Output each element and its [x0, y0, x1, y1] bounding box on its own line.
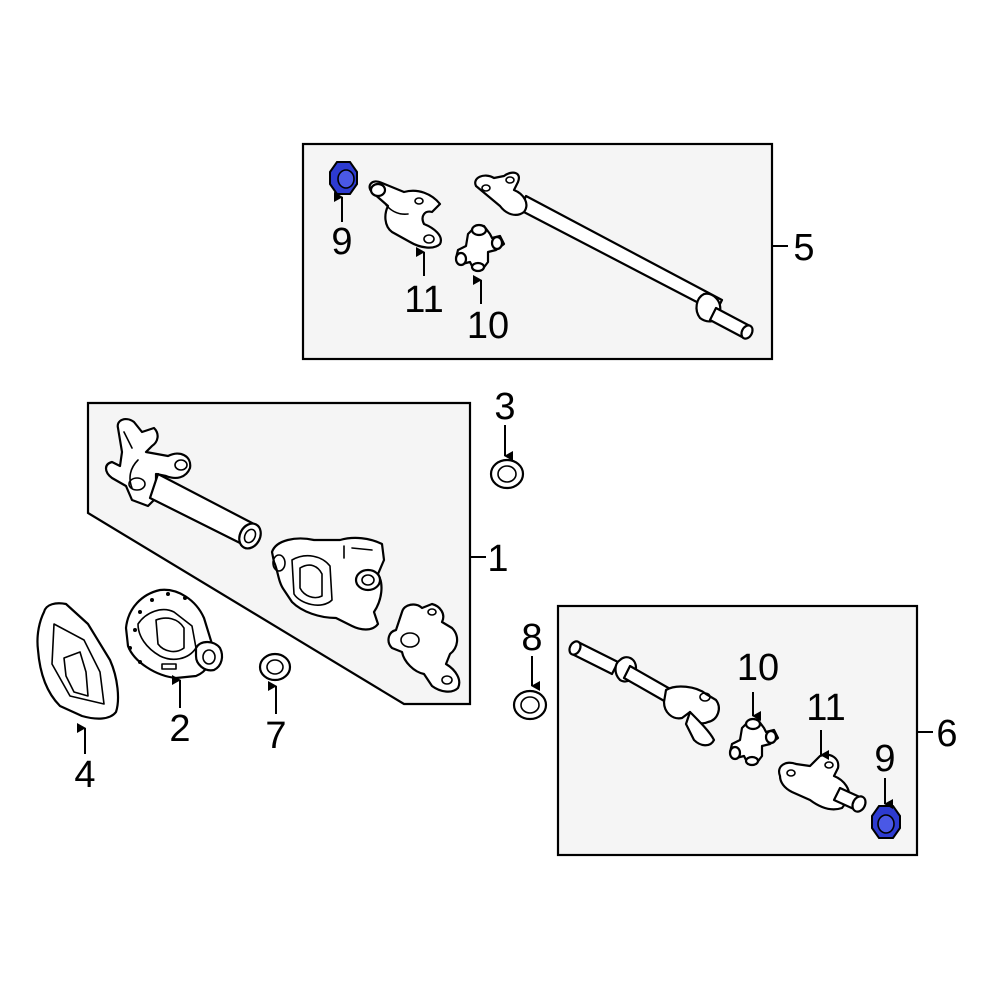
- part-11-yoke-top[interactable]: [368, 180, 442, 249]
- callout-5: 5: [793, 227, 814, 269]
- part-3-seal[interactable]: [489, 458, 525, 490]
- part-8-seal[interactable]: [512, 689, 548, 721]
- part-7-seal[interactable]: [258, 652, 292, 682]
- callout-3: 3: [494, 386, 515, 428]
- callout-11-top: 11: [404, 279, 443, 321]
- part-2-differential[interactable]: [124, 588, 224, 680]
- part-1-axle-housing[interactable]: [104, 418, 461, 693]
- part-4-cover[interactable]: [36, 602, 120, 720]
- callout-4: 4: [74, 754, 95, 796]
- part-10-ujoint-top[interactable]: [454, 223, 506, 273]
- panel-6: [556, 604, 933, 857]
- panel-5: [301, 142, 788, 361]
- part-10-ujoint-bottom[interactable]: [728, 717, 780, 767]
- callout-2: 2: [169, 708, 190, 750]
- callout-10-top: 10: [467, 305, 509, 347]
- callout-6: 6: [936, 713, 957, 755]
- callout-8: 8: [521, 617, 542, 659]
- callout-9-bottom: 9: [874, 738, 895, 780]
- part-5-axle-shaft[interactable]: [474, 171, 754, 341]
- callout-1: 1: [487, 538, 508, 580]
- part-6-axle-shaft[interactable]: [567, 639, 720, 747]
- part-9-nut-bottom[interactable]: [871, 805, 901, 839]
- part-9-nut-top[interactable]: [329, 161, 358, 195]
- callout-7: 7: [265, 715, 286, 757]
- part-11-yoke-bottom[interactable]: [778, 753, 868, 814]
- callout-9-top: 9: [331, 221, 352, 263]
- callout-10-bottom: 10: [737, 647, 779, 689]
- callout-11-bottom: 11: [806, 687, 845, 729]
